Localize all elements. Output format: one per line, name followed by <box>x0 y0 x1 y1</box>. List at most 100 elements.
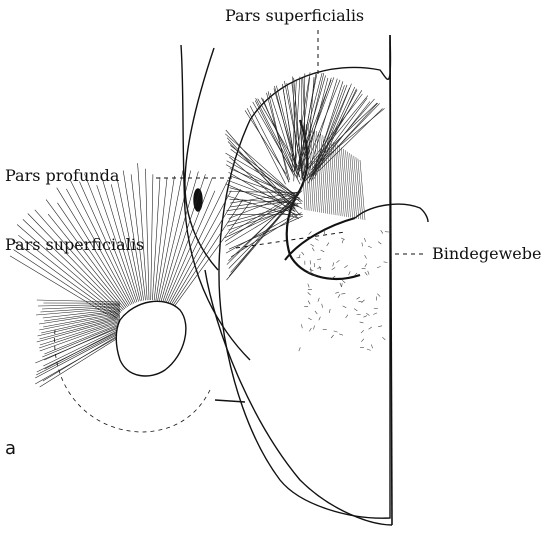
inset-fiber-line <box>44 310 120 321</box>
inset-figure-a <box>10 163 251 432</box>
inset-fiber-line <box>23 219 121 312</box>
fiber-line <box>231 176 299 200</box>
leader-superficialis-mid <box>236 232 345 248</box>
fiber-line <box>305 103 377 171</box>
stipple-mark <box>301 324 302 328</box>
stipple-mark <box>296 257 300 258</box>
stipple-mark <box>315 311 317 314</box>
stipple-mark <box>377 266 381 268</box>
stipple-mark <box>360 322 364 323</box>
stipple-mark <box>309 232 312 235</box>
deep-fiber-line <box>339 146 344 216</box>
fiber-line <box>247 108 286 184</box>
stipple-mark <box>308 301 310 305</box>
stipple-mark <box>334 331 338 332</box>
connective-tissue-texture <box>296 230 389 351</box>
stipple-mark <box>365 272 367 275</box>
stipple-mark <box>310 269 314 270</box>
fiber-line <box>305 103 379 181</box>
stipple-mark <box>344 265 347 267</box>
stipple-mark <box>335 292 339 293</box>
stipple-mark <box>342 283 343 287</box>
label-pars-superficialis-top: Pars superficialis <box>225 8 364 24</box>
stipple-mark <box>384 262 388 263</box>
stipple-mark <box>312 248 314 251</box>
stipple-mark <box>338 294 340 297</box>
stipple-mark <box>308 284 309 288</box>
stipple-mark <box>346 315 348 318</box>
stipple-mark <box>318 298 319 302</box>
stipple-mark <box>342 239 343 243</box>
stipple-mark <box>354 309 357 311</box>
stipple-mark <box>327 243 329 246</box>
stipple-mark <box>366 313 369 315</box>
stipple-mark <box>332 268 335 270</box>
fiber-line <box>270 93 295 171</box>
stipple-mark <box>308 292 311 295</box>
stipple-mark <box>336 260 339 263</box>
inset-fiber-line <box>37 300 120 302</box>
inset-circle-outline <box>116 301 186 376</box>
stipple-mark <box>329 309 330 313</box>
stipple-mark <box>367 349 371 350</box>
stipple-mark <box>342 280 345 283</box>
stipple-mark <box>369 327 372 329</box>
stipple-mark <box>311 244 314 246</box>
stipple-mark <box>361 330 364 333</box>
inset-fiber-line <box>38 304 120 306</box>
fiber-line <box>227 200 295 280</box>
stipple-mark <box>341 293 345 294</box>
stipple-mark <box>365 264 367 268</box>
fiber-line <box>261 98 297 173</box>
inset-fiber-line <box>28 214 122 312</box>
deep-fiber-line <box>333 142 338 215</box>
stipple-mark <box>299 347 301 351</box>
stipple-mark <box>365 255 367 259</box>
stipple-mark <box>381 230 383 233</box>
inset-fiber-line <box>35 333 120 378</box>
deep-fiber-line <box>360 160 365 220</box>
stipple-mark <box>362 300 365 303</box>
stipple-mark <box>317 259 321 260</box>
stipple-mark <box>302 252 305 255</box>
inset-fiber-line <box>172 200 243 307</box>
deep-fiber-line <box>348 152 353 218</box>
stipple-mark <box>378 242 381 245</box>
stipple-mark <box>319 317 321 321</box>
stipple-mark <box>373 313 377 315</box>
inset-fiber-line <box>161 171 198 301</box>
stipple-mark <box>377 294 380 297</box>
lower-left-contour <box>205 270 392 525</box>
stipple-mark <box>349 271 351 275</box>
label-inset-a: a <box>5 440 16 458</box>
label-pars-profunda: Pars profunda <box>5 168 119 184</box>
stipple-mark <box>368 271 369 275</box>
inner-ridge-line <box>285 218 355 260</box>
stipple-mark <box>358 301 362 302</box>
stipple-mark <box>315 239 319 241</box>
inset-fiber-line <box>151 174 153 300</box>
stipple-mark <box>357 297 360 299</box>
inset-fiber-line <box>158 170 183 300</box>
stipple-mark <box>363 316 367 318</box>
stipple-mark <box>364 238 365 242</box>
stipple-mark <box>339 334 343 335</box>
stipple-mark <box>371 345 372 349</box>
deep-fiber-line <box>346 150 351 217</box>
stipple-mark <box>322 304 323 308</box>
stipple-mark <box>368 246 372 248</box>
deep-fiber-line <box>354 156 359 219</box>
stipple-mark <box>309 328 311 331</box>
stipple-mark <box>378 326 382 327</box>
stipple-mark <box>308 318 312 320</box>
stipple-mark <box>343 306 347 308</box>
stipple-mark <box>317 267 321 268</box>
fiber-line <box>311 108 385 170</box>
label-bindegewebe: Bindegewebe <box>432 246 541 262</box>
fiber-line <box>229 190 300 276</box>
label-pars-superficialis-mid: Pars superficialis <box>5 237 144 253</box>
inset-fiber-line <box>35 336 120 384</box>
inset-fiber-line <box>159 171 190 302</box>
stipple-mark <box>314 326 315 330</box>
